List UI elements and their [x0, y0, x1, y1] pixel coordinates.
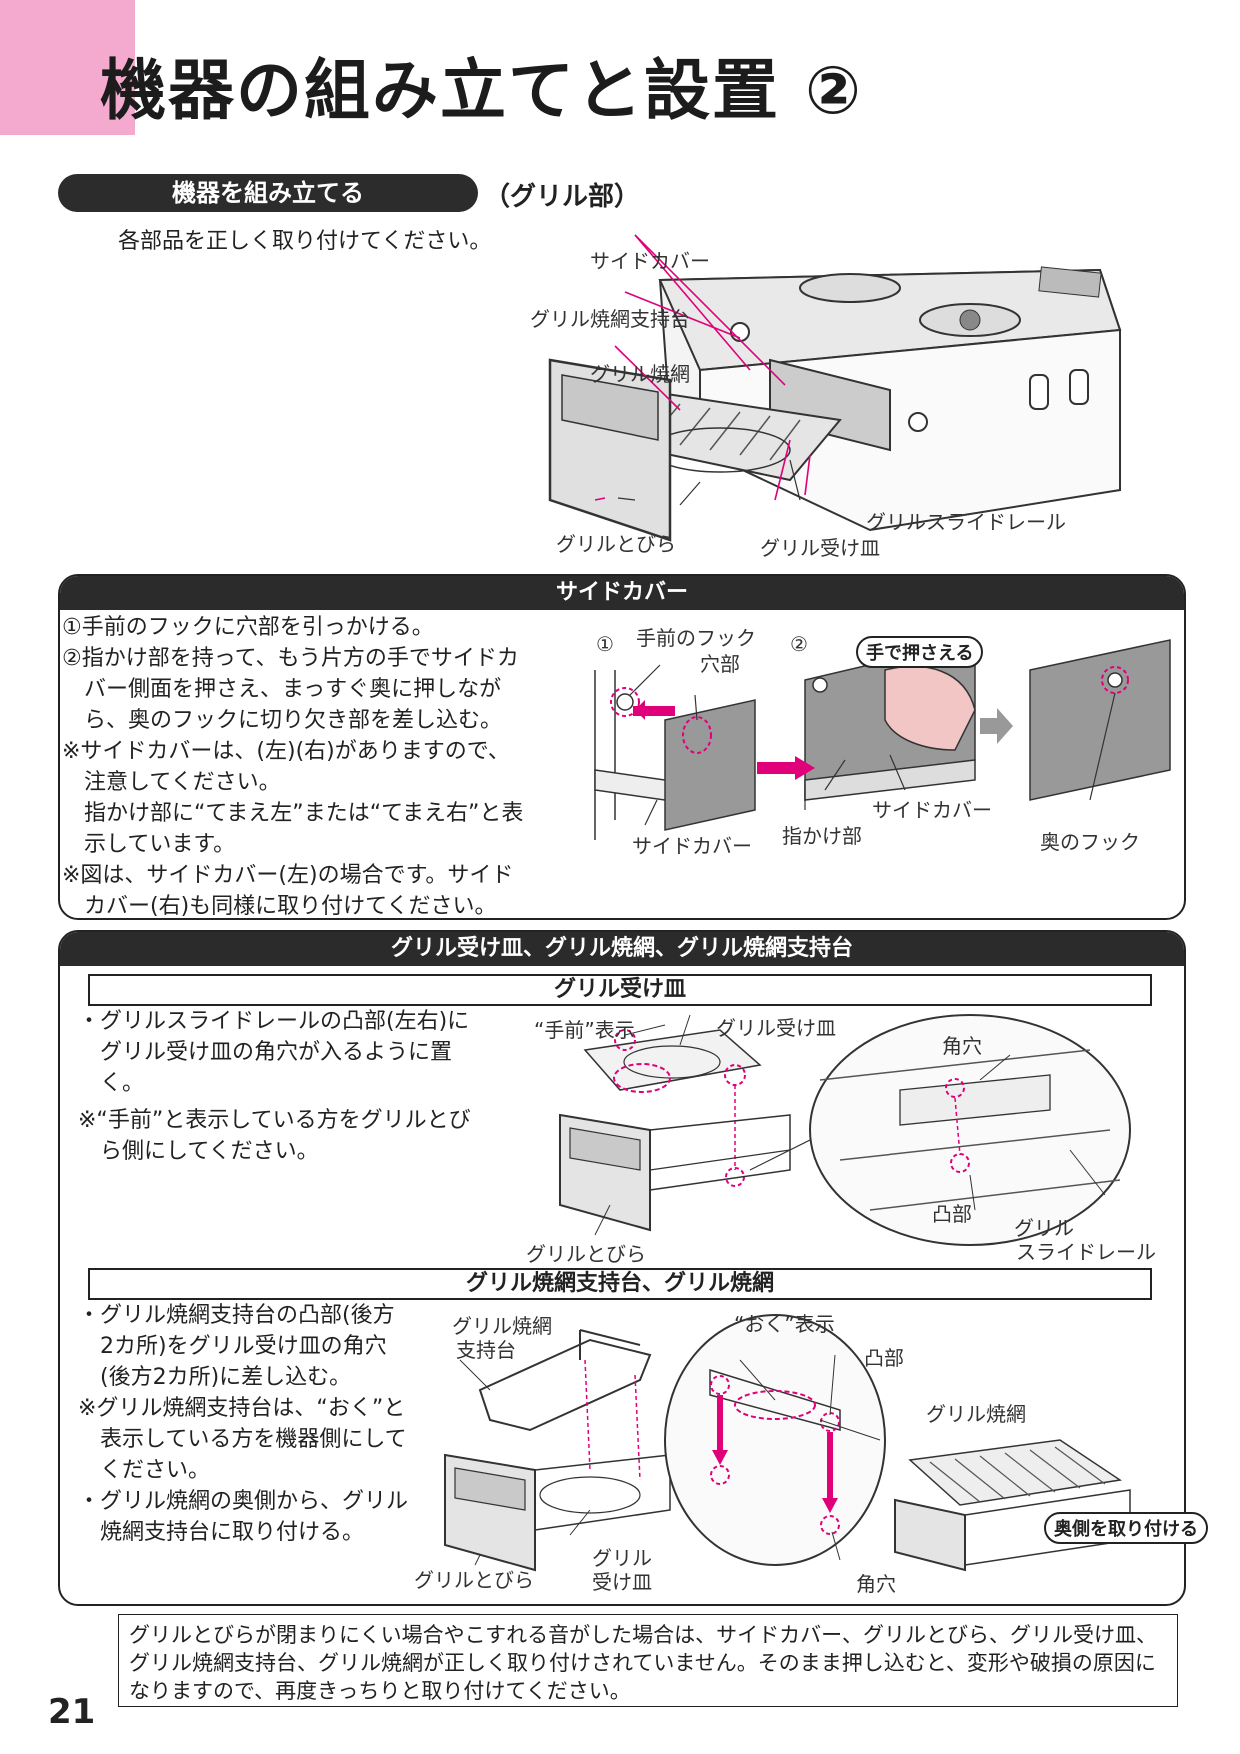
side-cover-line: ら、奥のフックに切り欠き部を差し込む。	[62, 708, 503, 733]
label-rail-line2: スライドレール	[1016, 1240, 1156, 1264]
label-grate-stand: グリル焼網支持台	[530, 307, 690, 331]
side-cover-illustration	[594, 639, 1171, 840]
label-stand-line1: グリル焼網	[452, 1314, 552, 1338]
overview-illustration	[548, 234, 1122, 542]
stand-line: 表示している方を機器側にして	[78, 1427, 407, 1452]
step-2-marker: ②	[790, 632, 808, 656]
step-1-marker: ①	[596, 632, 614, 656]
label-door: グリルとびら	[556, 532, 676, 556]
label-rail-line1: グリル	[1014, 1216, 1074, 1240]
label-attach-back: 奥側を取り付ける	[1044, 1512, 1208, 1544]
grill-panel: グリル受け皿、グリル焼網、グリル焼網支持台	[58, 930, 1186, 1606]
label-back-mark: “おく”表示	[734, 1312, 835, 1336]
side-cover-line: ②指かけ部を持って、もう片方の手でサイドカ	[62, 646, 519, 671]
stand-line: ※グリル焼網支持台は、“おく”と	[78, 1396, 406, 1421]
label-stand-protrusion: 凸部	[864, 1346, 904, 1370]
label-rail: グリルスライドレール	[866, 510, 1066, 534]
tray-subtitle: グリル受け皿	[88, 974, 1152, 1006]
stand-line: 2カ所)をグリル受け皿の角穴	[78, 1334, 387, 1359]
section-pill: 機器を組み立てる	[58, 174, 478, 212]
label-stand-square-hole: 角穴	[856, 1572, 896, 1596]
stand-instructions: ・グリル焼網支持台の凸部(後方 2カ所)をグリル受け皿の角穴 (後方2カ所)に差…	[78, 1300, 438, 1548]
label-side-cover: サイドカバー	[590, 249, 710, 273]
warning-note: グリルとびらが閉まりにくい場合やこすれる音がした場合は、サイドカバー、グリルとび…	[118, 1614, 1178, 1707]
stand-subtitle: グリル焼網支持台、グリル焼網	[88, 1268, 1152, 1300]
side-cover-line: ①手前のフックに穴部を引っかける。	[62, 615, 434, 640]
label-grate: グリル焼網	[926, 1402, 1026, 1426]
side-cover-panel-title: サイドカバー	[60, 576, 1184, 610]
label-hole: 穴部	[700, 652, 740, 676]
label-stand-tray-line1: グリル	[592, 1546, 652, 1570]
stand-line: ・グリル焼網の奥側から、グリル	[78, 1489, 409, 1514]
label-front-mark: “手前”表示	[534, 1018, 635, 1042]
page-title: 機器の組み立てと設置 ②	[100, 52, 863, 129]
label-grate: グリル焼網	[590, 362, 690, 386]
intro-text: 各部品を正しく取り付けてください。	[118, 229, 492, 254]
side-cover-panel: サイドカバー	[58, 574, 1186, 920]
label-finger-grip: 指かけ部	[782, 824, 862, 848]
label-stand-tray-line2: 受け皿	[592, 1570, 652, 1594]
tray-line: く。	[78, 1071, 145, 1096]
label-protrusion: 凸部	[932, 1202, 972, 1226]
stand-line: ・グリル焼網支持台の凸部(後方	[78, 1303, 395, 1328]
side-cover-line: 注意してください。	[62, 770, 281, 795]
label-front-hook: 手前のフック	[636, 626, 756, 650]
label-tray: グリル受け皿	[760, 536, 880, 560]
stand-line: 焼網支持台に取り付ける。	[78, 1520, 365, 1545]
page-number: 21	[48, 1692, 96, 1732]
stand-illustration	[444, 1314, 1131, 1572]
side-cover-line: ※サイドカバーは、(左)(右)がありますので、	[62, 739, 510, 764]
label-side-cover-b: サイドカバー	[872, 798, 992, 822]
side-cover-line: カバー(右)も同様に取り付けてください。	[62, 894, 497, 919]
tray-line: グリル受け皿の角穴が入るように置	[78, 1040, 453, 1065]
tray-line: ※“手前”と表示している方をグリルとび	[78, 1108, 471, 1133]
label-back-hook: 奥のフック	[1040, 830, 1140, 854]
label-tray: グリル受け皿	[716, 1016, 836, 1040]
stand-line: ください。	[78, 1458, 211, 1483]
label-stand-door: グリルとびら	[414, 1568, 534, 1592]
side-cover-line: バー側面を押さえ、まっすぐ奥に押しなが	[62, 677, 502, 702]
grill-panel-title: グリル受け皿、グリル焼網、グリル焼網支持台	[60, 932, 1184, 966]
section-suffix: （グリル部）	[484, 182, 641, 212]
label-stand-line2: 支持台	[456, 1338, 516, 1362]
label-door: グリルとびら	[526, 1242, 646, 1266]
stand-line: (後方2カ所)に差し込む。	[78, 1365, 352, 1390]
side-cover-line: 示しています。	[62, 832, 236, 857]
tray-illustration	[559, 1014, 1131, 1246]
pink-tab	[0, 0, 135, 135]
tray-line: ら側にしてください。	[78, 1139, 319, 1164]
label-side-cover-a: サイドカバー	[632, 834, 752, 858]
tray-line: ・グリルスライドレールの凸部(左右)に	[78, 1009, 470, 1034]
label-square-hole: 角穴	[942, 1034, 982, 1058]
side-cover-instructions: ①手前のフックに穴部を引っかける。 ②指かけ部を持って、もう片方の手でサイドカ …	[62, 612, 572, 922]
side-cover-line: ※図は、サイドカバー(左)の場合です。サイド	[62, 863, 514, 888]
label-press-by-hand: 手で押さえる	[856, 636, 984, 668]
tray-instructions: ・グリルスライドレールの凸部(左右)に グリル受け皿の角穴が入るように置 く。 …	[78, 1006, 518, 1167]
side-cover-line: 指かけ部に“てまえ左”または“てまえ右”と表	[62, 801, 524, 826]
